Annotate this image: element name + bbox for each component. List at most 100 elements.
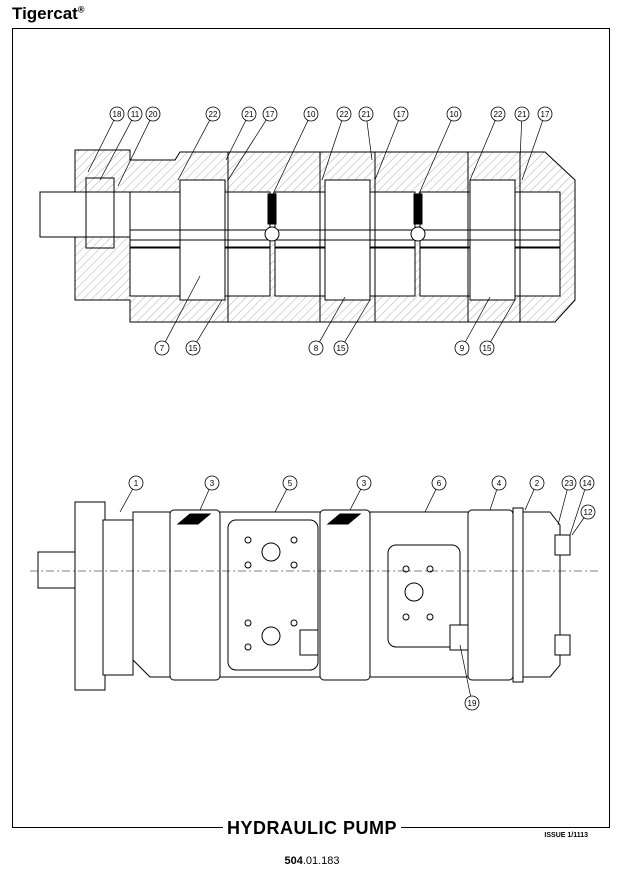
callout-circle (336, 106, 352, 122)
callout-21: 21 (225, 106, 257, 161)
callout-circle (529, 475, 545, 491)
callout-circle (109, 106, 125, 122)
callout-number: 21 (362, 110, 371, 119)
callout-22: 22 (321, 106, 352, 181)
callout-circle (464, 695, 480, 711)
callout-22: 22 (177, 106, 221, 181)
leader-line (119, 488, 133, 513)
leader-line (177, 120, 211, 181)
callout-6: 6 (424, 475, 447, 513)
callout-17: 17 (227, 106, 278, 181)
callout-18: 18 (87, 106, 125, 173)
callout-number: 10 (450, 110, 459, 119)
page-title: HYDRAULIC PUMP (0, 818, 624, 839)
callout-number: 12 (584, 508, 593, 517)
leader-line (459, 644, 471, 697)
callout-10: 10 (271, 106, 319, 197)
leader-line (417, 120, 452, 197)
callout-circle (446, 106, 462, 122)
page-number-bold: 504 (284, 855, 303, 867)
leader-line (164, 275, 201, 342)
leader-line (196, 299, 223, 343)
section-view (39, 149, 576, 323)
callout-21: 21 (514, 106, 530, 161)
callout-21: 21 (358, 106, 374, 161)
registered-mark: ® (77, 4, 85, 15)
callout-circle (241, 106, 257, 122)
callout-23: 23 (557, 475, 577, 526)
leader-line (321, 120, 343, 181)
callout-number: 5 (288, 479, 293, 488)
callout-number: 3 (210, 479, 215, 488)
leader-line (366, 120, 373, 161)
callout-number: 2 (535, 479, 540, 488)
callout-number: 6 (437, 479, 442, 488)
callout-circle (154, 340, 170, 356)
callout-circle (537, 106, 553, 122)
callout-number: 11 (131, 110, 140, 119)
callout-15: 15 (479, 299, 516, 356)
leader-line (227, 119, 267, 181)
leader-line (319, 296, 346, 343)
callout-circle (356, 475, 372, 491)
callout-circle (262, 106, 278, 122)
leader-line (271, 120, 309, 197)
callout-3: 3 (349, 475, 372, 511)
callout-12: 12 (571, 504, 596, 536)
callout-8: 8 (308, 296, 346, 356)
leader-line (424, 489, 437, 513)
callout-number: 18 (113, 110, 122, 119)
callout-circle (185, 340, 201, 356)
callout-22: 22 (469, 106, 506, 181)
callout-19: 19 (459, 644, 480, 711)
brand-name: Tigercat (12, 4, 78, 23)
leader-line (569, 489, 586, 536)
callout-number: 10 (307, 110, 316, 119)
callout-number: 7 (160, 344, 165, 353)
callout-7: 7 (154, 275, 201, 356)
leader-line (117, 120, 151, 187)
leader-line (87, 120, 115, 173)
issue-label: ISSUE 1/1113 (544, 832, 588, 839)
callout-number: 1 (134, 479, 139, 488)
callout-5: 5 (274, 475, 298, 513)
callout-number: 21 (518, 110, 527, 119)
callout-circle (490, 106, 506, 122)
callout-circle (431, 475, 447, 491)
page-number: 504.01.183 (0, 855, 624, 867)
callout-number: 20 (149, 110, 158, 119)
callout-number: 9 (460, 344, 465, 353)
callout-circle (579, 475, 595, 491)
callout-number: 17 (266, 110, 275, 119)
callout-number: 21 (245, 110, 254, 119)
leader-line (571, 517, 585, 536)
callout-11: 11 (99, 106, 143, 181)
callout-20: 20 (117, 106, 161, 187)
callout-circle (358, 106, 374, 122)
callout-circle (145, 106, 161, 122)
leader-line (465, 296, 491, 343)
callout-circle (561, 475, 577, 491)
leader-line (344, 299, 371, 343)
leader-line (225, 120, 247, 161)
page-title-text: HYDRAULIC PUMP (222, 818, 401, 838)
callout-14: 14 (569, 475, 595, 536)
callout-circle (128, 475, 144, 491)
callout-circle (393, 106, 409, 122)
callout-circle (127, 106, 143, 122)
callout-15: 15 (333, 299, 371, 356)
callout-number: 4 (497, 479, 502, 488)
callout-number: 22 (494, 110, 503, 119)
callout-circle (205, 106, 221, 122)
callout-9: 9 (454, 296, 491, 356)
callout-number: 22 (340, 110, 349, 119)
callout-number: 19 (468, 699, 477, 708)
leader-line (99, 120, 133, 181)
callout-number: 17 (541, 110, 550, 119)
callout-number: 23 (565, 479, 574, 488)
leader-line (489, 489, 498, 511)
callout-2: 2 (524, 475, 545, 511)
leader-line (557, 489, 568, 526)
